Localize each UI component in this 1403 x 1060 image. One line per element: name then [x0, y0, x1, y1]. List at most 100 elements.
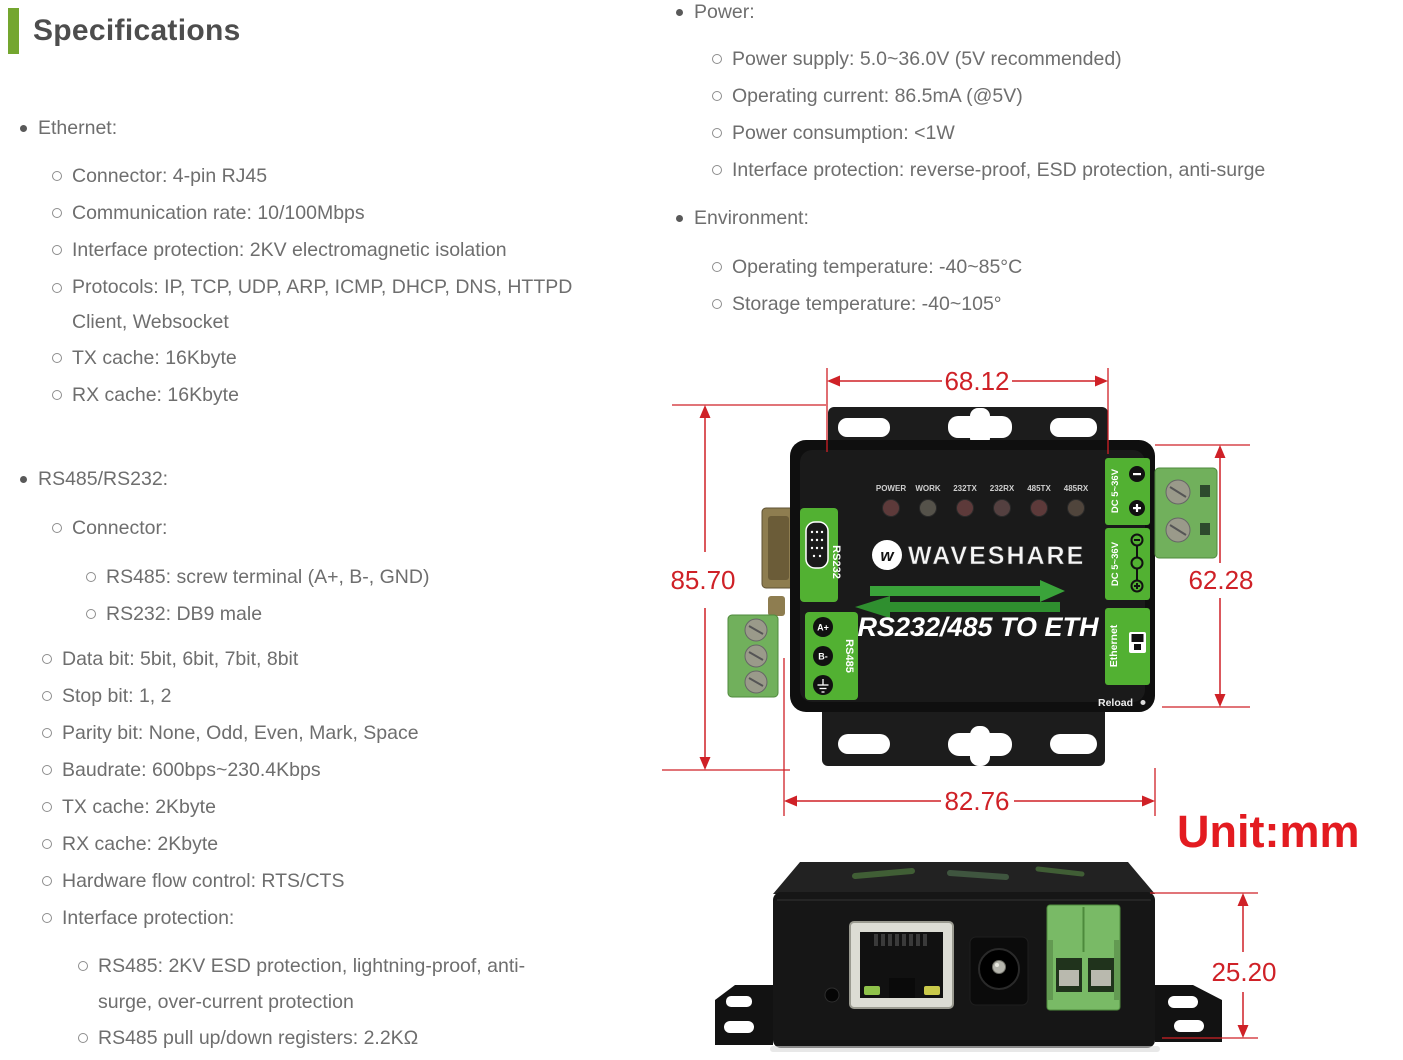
spec-item: Storage temperature: -40~105°: [656, 286, 1403, 323]
page-title-text: Specifications: [33, 14, 241, 47]
dim-bottom-width: 82.76: [944, 786, 1009, 816]
rj45-pins: [874, 934, 927, 946]
485rx-led: [1067, 499, 1085, 517]
rj45-clip: [889, 978, 915, 998]
spec-column-right: Power: Power supply: 5.0~36.0V (5V recom…: [656, 0, 1403, 323]
bullet-icon: [20, 125, 27, 132]
reload-button-hole: [824, 987, 840, 1003]
bracket-slot: [1168, 996, 1198, 1008]
power-led: [882, 499, 900, 517]
ethernet-panel: Ethernet: [1105, 608, 1150, 685]
circle-bullet-icon: [42, 691, 52, 701]
bracket-slot: [970, 408, 990, 446]
spec-item: Operating current: 86.5mA (@5V): [656, 78, 1403, 115]
rj45-port: [849, 921, 954, 1009]
bracket-slot: [970, 726, 990, 766]
dc-screw-panel: DC 5~36V: [1105, 458, 1150, 525]
minus-icon: [1133, 473, 1141, 476]
bullet-icon: [20, 476, 27, 483]
circle-bullet-icon: [52, 171, 62, 181]
spec-subheader-connector: Connector:: [0, 510, 660, 547]
bracket-slot: [838, 418, 890, 437]
circle-bullet-icon: [42, 839, 52, 849]
front-terminal-block: [1046, 904, 1121, 1011]
spec-column-left: Ethernet: Connector: 4-pin RJ45 Communic…: [0, 110, 660, 1057]
led-label-485tx: 485TX: [1027, 484, 1051, 493]
spec-item: TX cache: 16Kbyte: [0, 340, 660, 377]
plus-icon: [1133, 504, 1141, 512]
circle-bullet-icon: [42, 765, 52, 775]
arrow-left-icon: [855, 596, 1060, 618]
circle-bullet-icon: [78, 961, 88, 971]
title-accent-bar: [8, 8, 19, 54]
status-leds: [882, 499, 1085, 517]
front-bracket-left: [715, 985, 773, 1045]
spec-item: Parity bit: None, Odd, Even, Mark, Space: [0, 715, 660, 752]
rs485-terminal-block: [727, 614, 779, 698]
spec-item: Connector: 4-pin RJ45: [0, 158, 660, 195]
485tx-led: [1030, 499, 1048, 517]
circle-bullet-icon: [712, 165, 722, 175]
led-label-232rx: 232RX: [990, 484, 1015, 493]
circle-bullet-icon: [712, 299, 722, 309]
ground-icon: [817, 679, 829, 693]
circle-bullet-icon: [712, 128, 722, 138]
act-led-yellow: [924, 986, 940, 995]
led-label-232tx: 232TX: [953, 484, 977, 493]
spec-item: Interface protection: 2KV electromagneti…: [0, 232, 660, 269]
circle-bullet-icon: [52, 208, 62, 218]
logo-glyph: w: [880, 546, 895, 565]
circle-bullet-icon: [712, 54, 722, 64]
dc-jack-panel: DC 5~36V: [1105, 528, 1150, 600]
reload-dot-icon: [1140, 700, 1146, 705]
bracket-slot: [1174, 1020, 1204, 1032]
circle-bullet-icon: [52, 523, 62, 533]
device-top-view: POWER WORK 232TX 232RX 485TX 485RX: [727, 407, 1218, 766]
bracket-slot: [726, 996, 752, 1007]
dimension-values: 68.12 85.70 62.28 82.76 25.20: [670, 366, 1276, 987]
spec-item: Communication rate: 10/100Mbps: [0, 195, 660, 232]
bracket-slot: [1050, 734, 1097, 754]
bracket-slot: [838, 734, 890, 754]
spec-item: TX cache: 2Kbyte: [0, 789, 660, 826]
dc-panel-text: DC 5~36V: [1110, 468, 1121, 513]
circle-bullet-icon: [42, 728, 52, 738]
circle-bullet-icon: [86, 609, 96, 619]
rs485-label-text: RS485: [843, 639, 855, 673]
circle-bullet-icon: [52, 390, 62, 400]
page-title: Specifications: [8, 8, 241, 54]
db9-icon: [805, 521, 829, 569]
led-label-485rx: 485RX: [1064, 484, 1089, 493]
spec-item: Hardware flow control: RTS/CTS: [0, 863, 660, 900]
section-header-environment: Environment:: [656, 200, 1403, 237]
section-header-power: Power:: [656, 0, 1403, 31]
rs485-b-text: B-: [818, 652, 828, 662]
spec-item: RS232: DB9 male: [0, 596, 660, 633]
led-labels: POWER WORK 232TX 232RX 485TX 485RX: [876, 484, 1089, 493]
device-top-face: [773, 862, 1155, 894]
dc-barrel-jack: [969, 936, 1029, 1006]
circle-bullet-icon: [712, 91, 722, 101]
dimension-lines: [662, 368, 1258, 1039]
circle-bullet-icon: [42, 913, 52, 923]
section-header-ethernet: Ethernet:: [0, 110, 660, 147]
spec-item: Interface protection: reverse-proof, ESD…: [656, 152, 1403, 189]
terminal-clamp: [1059, 970, 1079, 986]
front-bracket-right: [1155, 985, 1222, 1042]
circle-bullet-icon: [42, 654, 52, 664]
rs232-label-text: RS232: [830, 545, 842, 579]
dim-front-height: 25.20: [1211, 957, 1276, 987]
spec-item: Power supply: 5.0~36.0V (5V recommended): [656, 41, 1403, 78]
spec-item: Power consumption: <1W: [656, 115, 1403, 152]
spec-item: RX cache: 16Kbyte: [0, 377, 660, 414]
spec-item: RS485: 2KV ESD protection, lightning-pro…: [0, 948, 660, 1020]
top-face-print: [852, 866, 1085, 880]
dim-left-height: 85.70: [670, 565, 735, 595]
232rx-led: [993, 499, 1011, 517]
spec-item: RS485: screw terminal (A+, B-, GND): [0, 559, 660, 596]
dc-terminal-block: [1154, 467, 1218, 559]
ethernet-panel-text: Ethernet: [1108, 624, 1120, 667]
bracket-slot: [1050, 418, 1097, 437]
rj45-icon: [1129, 632, 1146, 653]
